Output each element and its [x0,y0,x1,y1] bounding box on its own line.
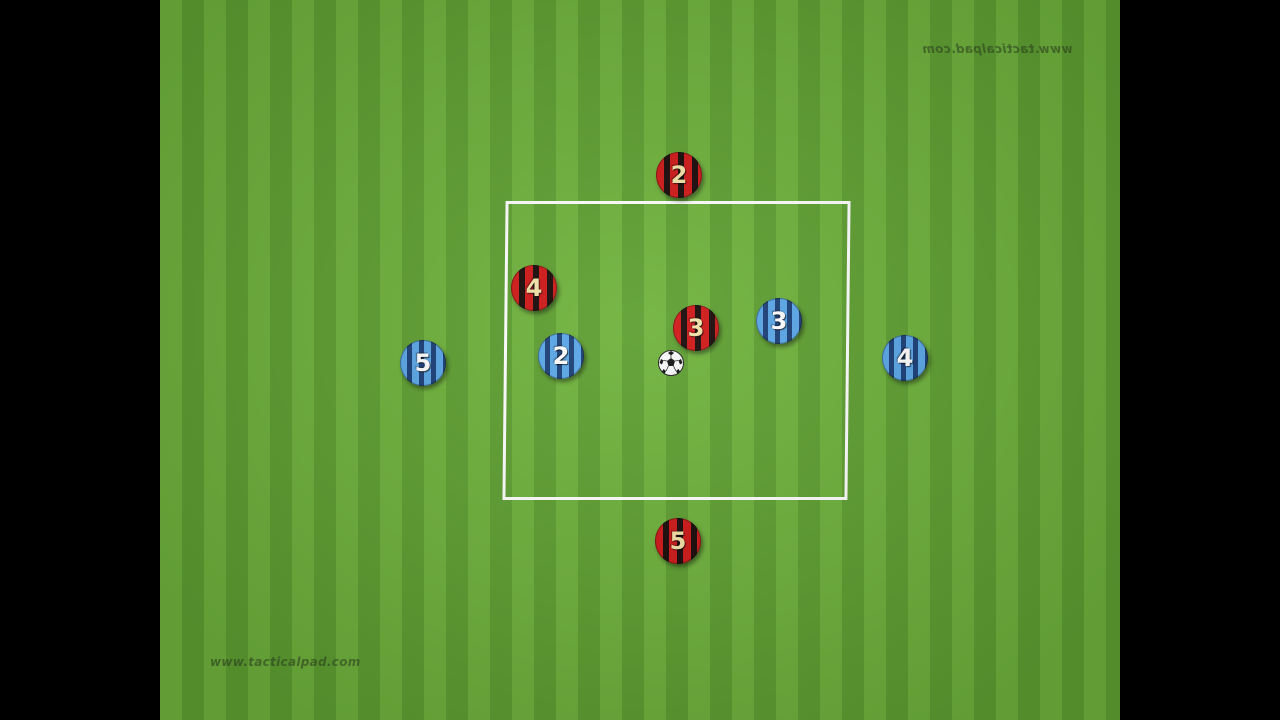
player-number: 3 [770,307,788,335]
soccer-ball-icon[interactable] [657,349,685,377]
player-number: 2 [670,161,688,189]
player-number: 3 [687,314,705,342]
player-number: 4 [896,344,914,372]
red-player-left[interactable]: 4 [511,265,557,311]
blue-player-inside-right[interactable]: 3 [756,298,802,344]
player-number: 4 [525,274,543,302]
player-number: 5 [414,349,432,377]
player-number: 5 [669,527,687,555]
watermark: www.tacticalpad.com [210,655,361,669]
soccer-ball-graphic [658,350,684,376]
watermark-mirrored: www.tacticalpad.com [922,42,1073,56]
player-number: 2 [552,342,570,370]
blue-player-far-right[interactable]: 4 [882,335,928,381]
blue-player-inside-left[interactable]: 2 [538,333,584,379]
red-player-bottom[interactable]: 5 [655,518,701,564]
football-pitch[interactable]: www.tacticalpad.com 2 4 3 5 2 3 5 4 [160,0,1120,720]
red-player-center[interactable]: 3 [673,305,719,351]
letterbox-left [0,0,160,720]
letterbox-right [1120,0,1280,720]
red-player-top[interactable]: 2 [656,152,702,198]
blue-player-far-left[interactable]: 5 [400,340,446,386]
